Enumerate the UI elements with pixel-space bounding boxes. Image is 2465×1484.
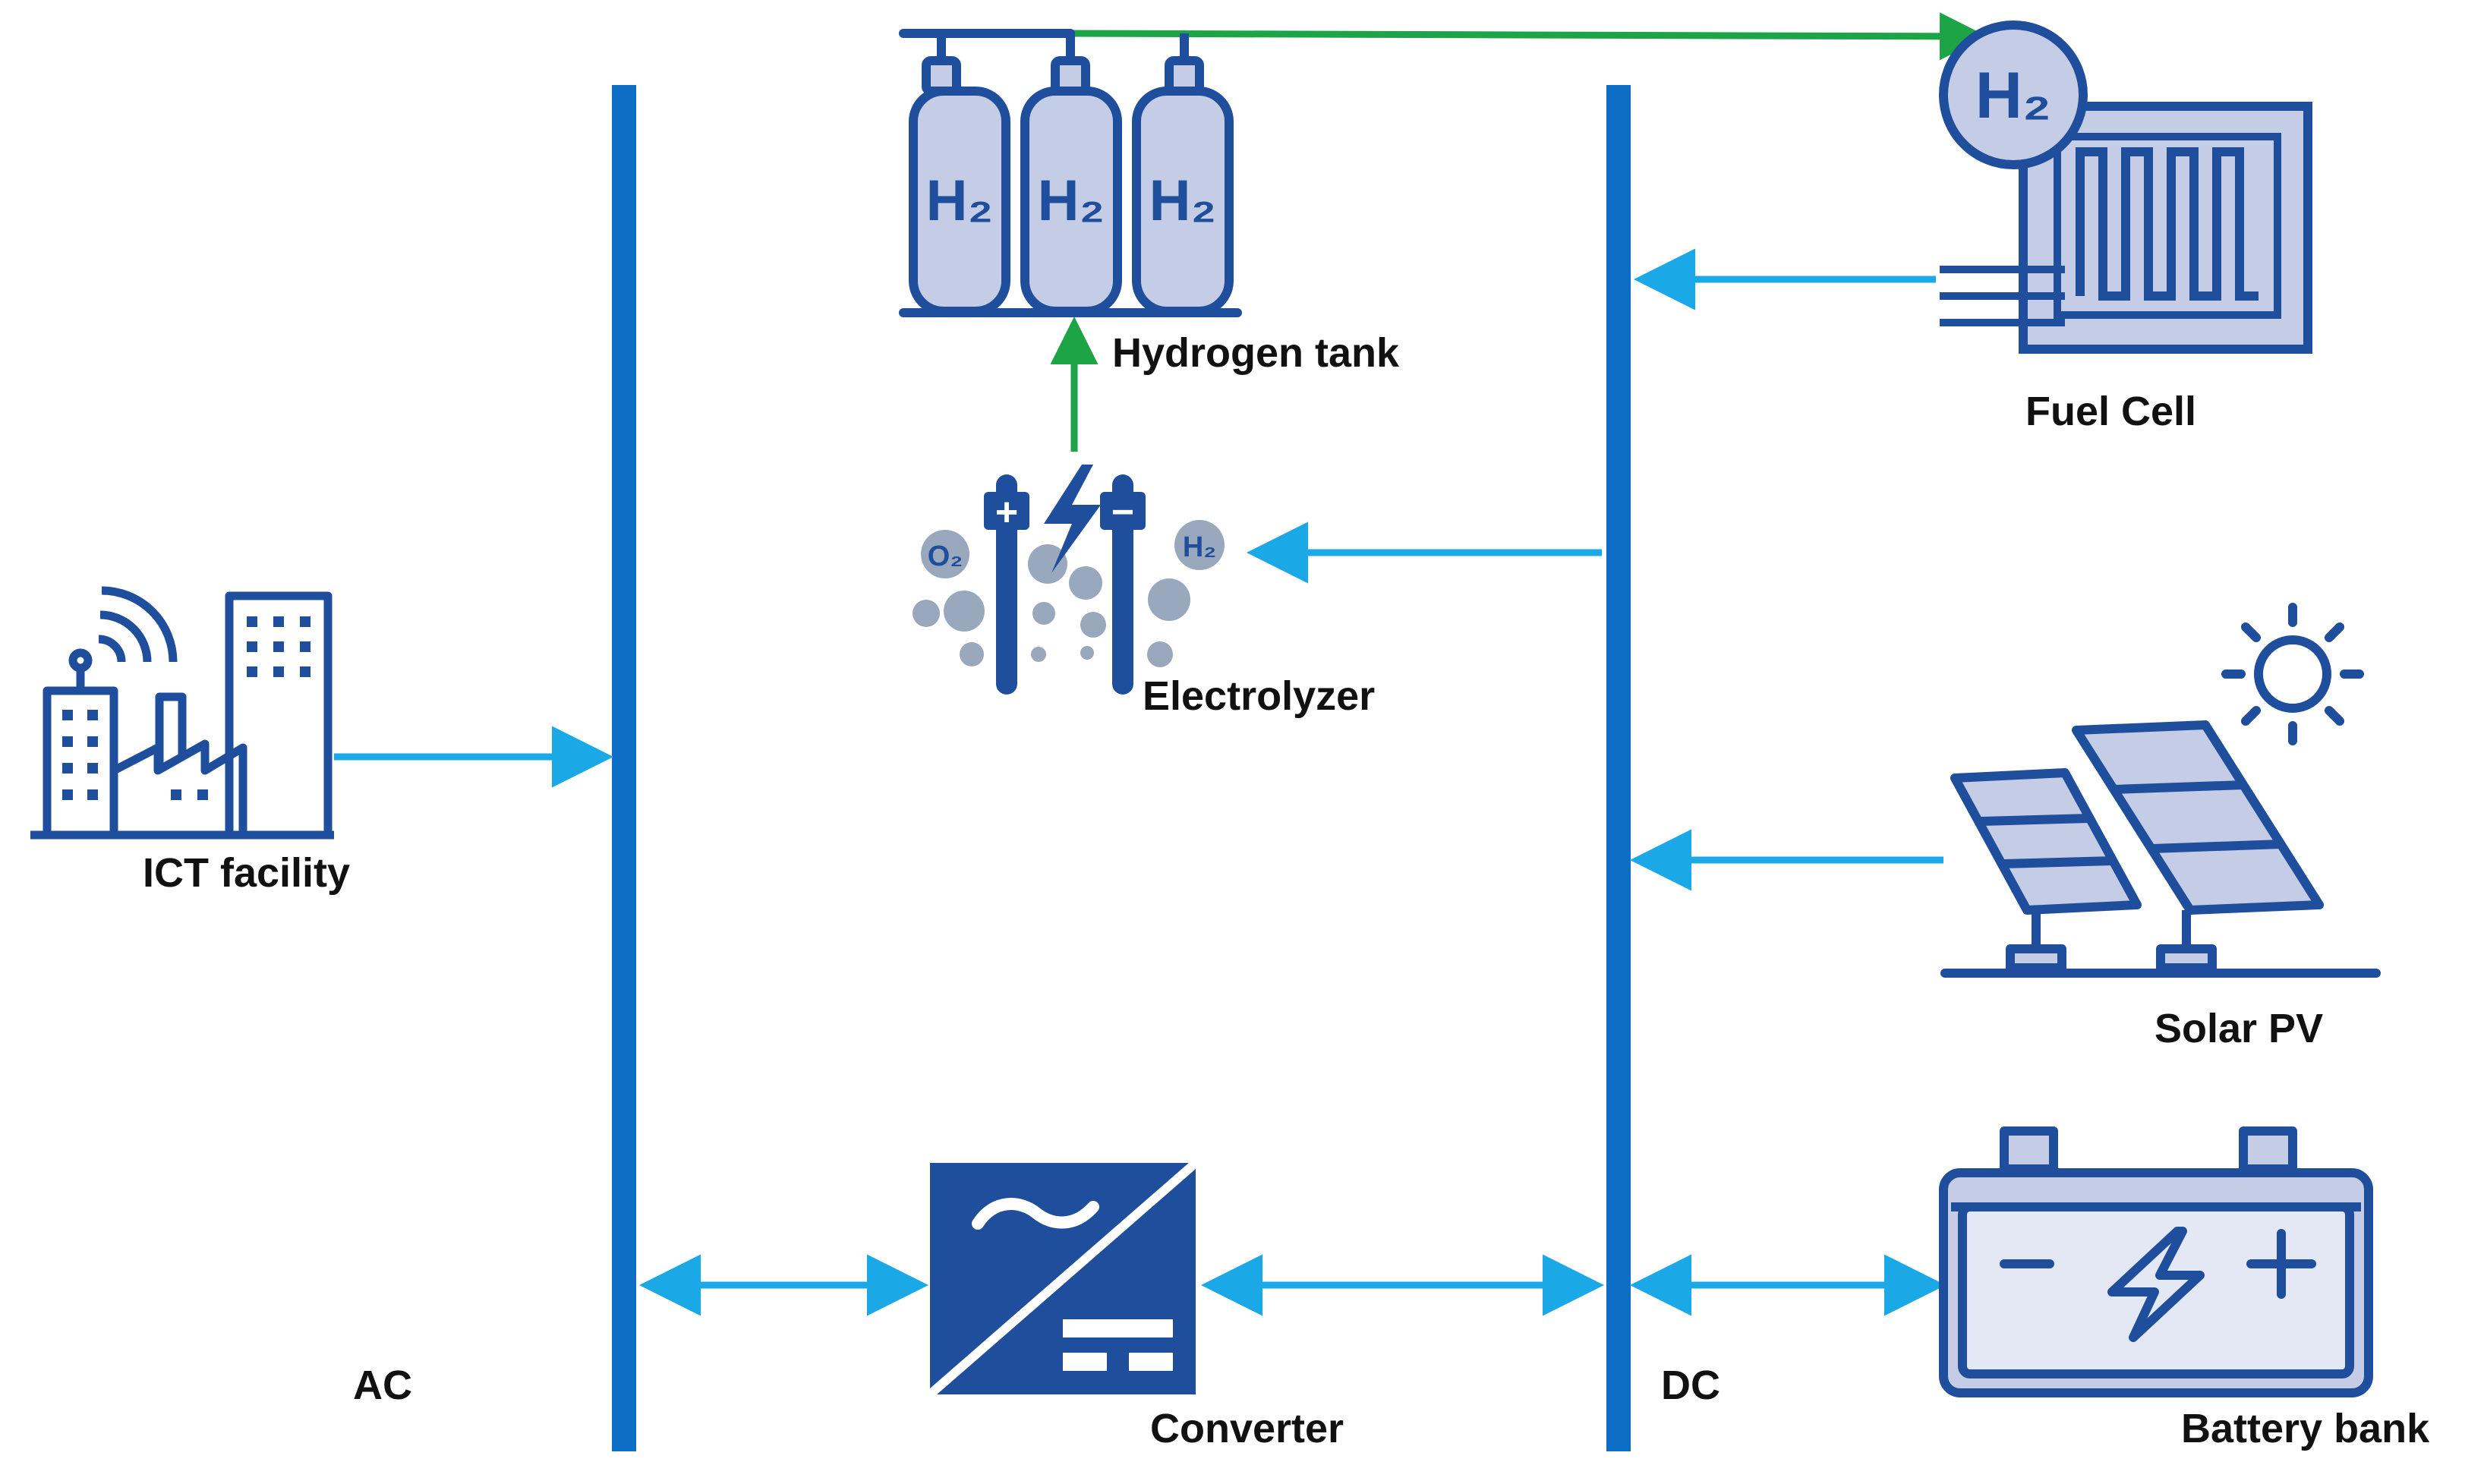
hydrogen-tank-label: Hydrogen tank [1112, 330, 1400, 376]
converter-icon [927, 1159, 1199, 1398]
sun-icon [2221, 603, 2364, 745]
electrolyzer-label: Electrolyzer [1143, 673, 1375, 719]
electrode-minus-text: − [1111, 490, 1134, 534]
tank-h2-text-2: H₂ [1038, 169, 1105, 233]
fuel-cell-h2-text: H₂ [1975, 59, 2051, 132]
fuel-cell-icon [1939, 20, 2312, 354]
battery-icon [1939, 1126, 2373, 1397]
electrolyzer-h2-text: H₂ [1183, 531, 1216, 563]
electrode-plus-text: + [995, 490, 1018, 534]
ac-bus-label: AC [353, 1363, 412, 1408]
fuel-cell-label: Fuel Cell [2025, 389, 2196, 434]
electrolyzer-icon [913, 465, 1225, 695]
dc-bus [1606, 85, 1631, 1451]
ict-facility-icon [30, 586, 334, 840]
electrolyzer-o2-text: O₂ [928, 540, 963, 572]
ict-facility-windows-icon [62, 616, 310, 800]
solar-panel-icon [1940, 720, 2381, 978]
hydrogen-tank-icon [899, 29, 1242, 317]
tank-h2-text-1: H₂ [926, 169, 994, 233]
tank-h2-text-3: H₂ [1149, 169, 1217, 233]
converter-label: Converter [1150, 1406, 1344, 1451]
ac-bus [612, 85, 636, 1451]
ict-facility-label: ICT facility [143, 850, 350, 896]
solar-pv-label: Solar PV [2155, 1006, 2323, 1051]
dc-bus-label: DC [1661, 1363, 1720, 1408]
arrow-tank-to-fuelcell [1070, 12, 1987, 61]
battery-bank-label: Battery bank [2181, 1406, 2430, 1451]
